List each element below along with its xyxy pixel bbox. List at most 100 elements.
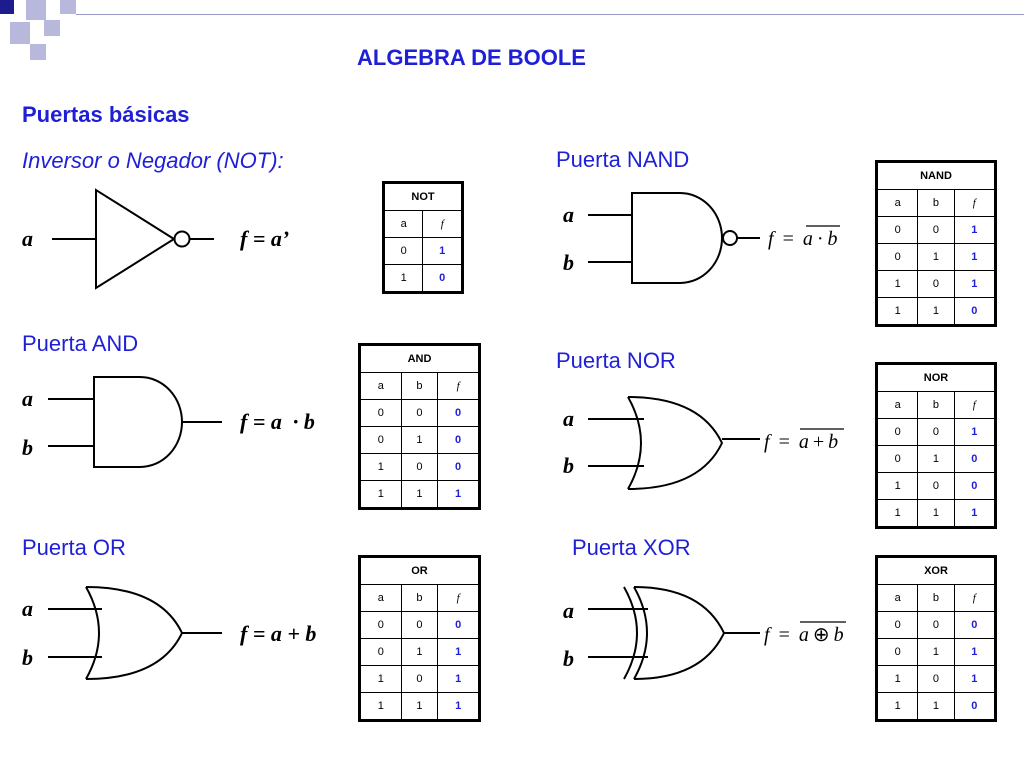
truth-table-cell: 1 bbox=[437, 692, 480, 721]
or-input-b-label: b bbox=[22, 645, 33, 670]
decor-square-light-5 bbox=[30, 44, 46, 60]
truth-table-header: f bbox=[437, 372, 480, 400]
truth-table-cell: 0 bbox=[437, 611, 480, 639]
decor-square-light-2 bbox=[60, 0, 76, 14]
truth-table-cell: 0 bbox=[437, 453, 480, 481]
truth-table-title: NOT bbox=[383, 182, 463, 211]
not-input-a-label: a bbox=[22, 226, 33, 251]
truth-table-header: b bbox=[400, 372, 439, 400]
or-gate-symbol bbox=[48, 586, 222, 680]
truth-table-header: a bbox=[359, 584, 402, 612]
truth-table-cell: 1 bbox=[953, 499, 997, 528]
and-input-b-label: b bbox=[22, 435, 33, 460]
xor-gate-title: Puerta XOR bbox=[572, 535, 691, 560]
truth-table-cell: 0 bbox=[875, 243, 919, 271]
truth-table-cell: 0 bbox=[953, 297, 997, 326]
truth-table-header: f bbox=[437, 584, 480, 612]
truth-table-cell: 1 bbox=[359, 692, 402, 721]
decor-square-light-4 bbox=[44, 20, 60, 36]
truth-table-cell: 0 bbox=[875, 418, 919, 446]
xor-input-a-label: a bbox=[563, 598, 574, 623]
truth-table-cell: 0 bbox=[917, 665, 955, 693]
decor-square-dark-1 bbox=[0, 0, 14, 14]
truth-table-header: b bbox=[400, 584, 439, 612]
truth-table-cell: 1 bbox=[875, 297, 919, 326]
truth-table-cell: 1 bbox=[953, 418, 997, 446]
truth-table-cell: 1 bbox=[875, 472, 919, 500]
truth-table-cell: 1 bbox=[400, 692, 439, 721]
xor-expression: f = a⊕b bbox=[764, 624, 844, 646]
nor-gate-symbol bbox=[588, 396, 760, 490]
truth-table-cell: 1 bbox=[437, 665, 480, 693]
truth-table-cell: 0 bbox=[875, 638, 919, 666]
truth-table-cell: 0 bbox=[359, 399, 402, 427]
truth-table-header: b bbox=[917, 391, 955, 419]
truth-table-cell: 1 bbox=[953, 665, 997, 693]
truth-table-cell: 0 bbox=[875, 611, 919, 639]
truth-table-title: XOR bbox=[876, 556, 996, 585]
nand-input-a-label: a bbox=[563, 202, 574, 227]
nand-input-b-label: b bbox=[563, 250, 574, 275]
truth-table-cell: 1 bbox=[875, 499, 919, 528]
truth-table-header: f bbox=[953, 189, 997, 217]
truth-table-cell: 1 bbox=[953, 243, 997, 271]
truth-table-cell: 0 bbox=[422, 264, 463, 293]
truth-table-cell: 0 bbox=[359, 638, 402, 666]
truth-table-header: a bbox=[382, 210, 424, 238]
truth-table-cell: 1 bbox=[875, 665, 919, 693]
truth-table-cell: 0 bbox=[400, 399, 439, 427]
truth-table-header: a bbox=[875, 189, 919, 217]
truth-table-cell: 0 bbox=[953, 692, 997, 721]
truth-table-cell: 1 bbox=[917, 638, 955, 666]
truth-table-cell: 1 bbox=[875, 692, 919, 721]
truth-table-cell: 0 bbox=[359, 426, 402, 454]
truth-table-cell: 0 bbox=[437, 399, 480, 427]
page-subtitle: Puertas básicas bbox=[22, 102, 190, 127]
truth-table-title: OR bbox=[359, 556, 480, 585]
truth-table-cell: 0 bbox=[917, 611, 955, 639]
xor-input-b-label: b bbox=[563, 646, 574, 671]
not-expression: f = a’ bbox=[240, 226, 290, 251]
truth-table-cell: 1 bbox=[359, 453, 402, 481]
truth-table-cell: 1 bbox=[422, 237, 463, 265]
truth-table-cell: 1 bbox=[359, 665, 402, 693]
truth-table-header: a bbox=[359, 372, 402, 400]
header-rule bbox=[76, 14, 1024, 15]
truth-table-header: a bbox=[875, 391, 919, 419]
truth-table-header: b bbox=[917, 584, 955, 612]
truth-table-cell: 1 bbox=[953, 638, 997, 666]
nand-expression: f = a·b bbox=[768, 228, 838, 250]
not-gate-symbol bbox=[52, 188, 214, 290]
nand-gate-symbol bbox=[588, 192, 760, 284]
truth-table-header: a bbox=[875, 584, 919, 612]
page-title: ALGEBRA DE BOOLE bbox=[357, 45, 586, 70]
nand-gate-title: Puerta NAND bbox=[556, 147, 690, 172]
truth-table-cell: 1 bbox=[437, 638, 480, 666]
truth-table-title: NOR bbox=[876, 363, 996, 392]
decor-square-light-1 bbox=[26, 0, 46, 20]
xor-gate-symbol bbox=[588, 586, 760, 680]
truth-table-header: f bbox=[422, 210, 463, 238]
truth-table-cell: 0 bbox=[917, 216, 955, 244]
truth-table-cell: 1 bbox=[437, 480, 480, 509]
truth-table-cell: 1 bbox=[917, 692, 955, 721]
truth-table-title: NAND bbox=[876, 161, 996, 190]
truth-table-cell: 1 bbox=[917, 297, 955, 326]
truth-table-cell: 1 bbox=[359, 480, 402, 509]
truth-table-title: AND bbox=[359, 344, 480, 373]
not-gate-title: Inversor o Negador (NOT): bbox=[22, 148, 284, 173]
truth-table-cell: 0 bbox=[953, 445, 997, 473]
nor-expression: f = a+b bbox=[764, 431, 839, 453]
truth-table-header: f bbox=[953, 584, 997, 612]
truth-table-cell: 1 bbox=[917, 499, 955, 528]
nor-input-a-label: a bbox=[563, 406, 574, 431]
truth-table-cell: 0 bbox=[917, 270, 955, 298]
truth-table-cell: 0 bbox=[382, 237, 424, 265]
and-gate-symbol bbox=[48, 376, 222, 468]
truth-table-cell: 0 bbox=[400, 611, 439, 639]
truth-table-cell: 0 bbox=[437, 426, 480, 454]
